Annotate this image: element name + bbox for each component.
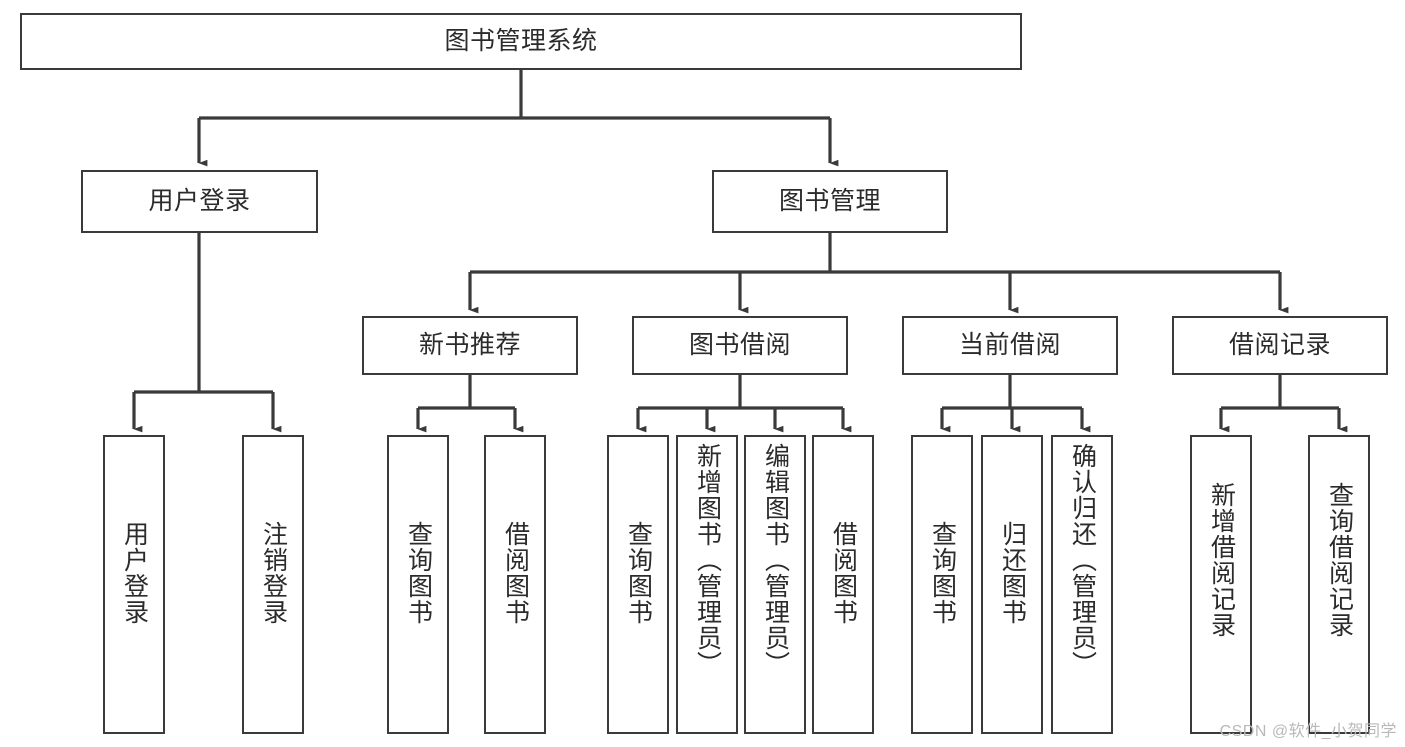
leaf-add-book-admin[interactable]: 新增图书（管理员） <box>676 435 738 734</box>
node-current-borrow[interactable]: 当前借阅 <box>902 316 1118 375</box>
leaf-user-login[interactable]: 用户登录 <box>103 435 165 734</box>
node-user-login[interactable]: 用户登录 <box>81 170 318 233</box>
leaf-add-borrow-record[interactable]: 新增借阅记录 <box>1190 435 1252 734</box>
leaf-query-book-recommend[interactable]: 查询图书 <box>387 435 449 734</box>
node-new-book-recommend[interactable]: 新书推荐 <box>362 316 578 375</box>
leaf-label: 借阅图书 <box>829 521 858 625</box>
leaf-query-borrow-record[interactable]: 查询借阅记录 <box>1308 435 1370 734</box>
node-borrow-record-label: 借阅记录 <box>1228 330 1331 359</box>
node-book-borrow[interactable]: 图书借阅 <box>632 316 848 375</box>
leaf-borrow-book[interactable]: 借阅图书 <box>812 435 874 734</box>
node-book-borrow-label: 图书借阅 <box>688 330 791 359</box>
leaf-label: 查询图书 <box>928 521 957 625</box>
node-new-book-recommend-label: 新书推荐 <box>418 330 521 359</box>
node-book-management-label: 图书管理 <box>778 186 881 215</box>
leaf-borrow-book-recommend[interactable]: 借阅图书 <box>484 435 546 734</box>
leaf-label: 查询借阅记录 <box>1325 482 1354 638</box>
node-borrow-record[interactable]: 借阅记录 <box>1172 316 1388 375</box>
csdn-watermark: CSDN @软件_小贺同学 <box>1219 723 1397 740</box>
node-current-borrow-label: 当前借阅 <box>958 330 1061 359</box>
leaf-label: 借阅图书 <box>501 521 530 625</box>
leaf-label: 编辑图书（管理员） <box>761 443 790 677</box>
leaf-label: 用户登录 <box>120 521 149 625</box>
leaf-label: 查询图书 <box>624 521 653 625</box>
leaf-logout[interactable]: 注销登录 <box>242 435 304 734</box>
leaf-query-book-borrow[interactable]: 查询图书 <box>607 435 669 734</box>
node-root[interactable]: 图书管理系统 <box>20 13 1022 70</box>
leaf-label: 查询图书 <box>404 521 433 625</box>
node-book-management[interactable]: 图书管理 <box>712 170 948 233</box>
leaf-return-book[interactable]: 归还图书 <box>981 435 1043 734</box>
leaf-label: 注销登录 <box>259 521 288 625</box>
leaf-label: 新增借阅记录 <box>1207 482 1236 638</box>
leaf-label: 确认归还（管理员） <box>1068 443 1097 677</box>
leaf-label: 新增图书（管理员） <box>693 443 722 677</box>
leaf-label: 归还图书 <box>998 521 1027 625</box>
node-root-label: 图书管理系统 <box>444 26 598 55</box>
leaf-confirm-return-admin[interactable]: 确认归还（管理员） <box>1051 435 1113 734</box>
leaf-edit-book-admin[interactable]: 编辑图书（管理员） <box>744 435 806 734</box>
node-user-login-label: 用户登录 <box>148 186 251 215</box>
leaf-query-book-current[interactable]: 查询图书 <box>911 435 973 734</box>
